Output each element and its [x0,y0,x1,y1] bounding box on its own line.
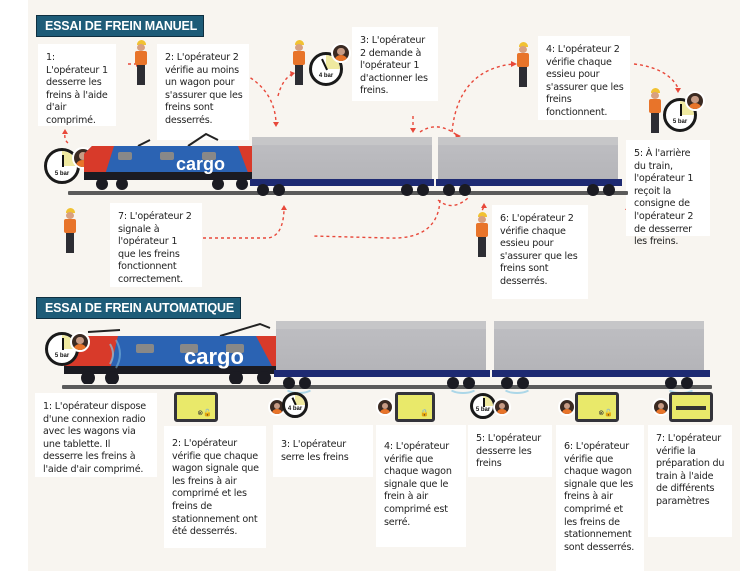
arrow-loco-1 [64,132,69,144]
auto-step-7: 7: L'opérateur vérifie la préparation du… [648,425,732,537]
operator-1-avatar [331,43,351,63]
radio-signal-icon [502,380,532,394]
auto-step-3: 3: L'opérateur serre les freins [273,425,373,477]
manual-step-4: 4: L'opérateur 2 vérifie chaque essieu p… [538,36,630,120]
pressure-gauge-icon: 4 bar [309,52,343,86]
wagon-bogie [398,182,432,196]
manual-step-7: 7: L'opérateur 2 signale à l'opérateur 1… [110,203,202,287]
operator-avatar [652,398,670,416]
freight-wagon [438,137,618,181]
tablet-train-overview-icon [669,392,713,422]
manual-step-2: 2: L'opérateur 2 vérifie au moins un wag… [157,44,249,140]
operator-2-figure [63,208,77,258]
wagon-bogie [584,182,618,196]
wagon-frame [492,370,710,377]
pressure-gauge-icon: 4 bar [282,392,308,418]
freight-wagon [276,321,486,371]
locomotive-brand-label: cargo [176,154,226,174]
locomotive: cargo [78,132,270,190]
operator-avatar [493,398,511,416]
operator-2-figure [134,40,148,86]
wagon-frame [274,370,490,377]
arrow-wagon-4 [419,126,459,137]
operator-2-walking-figure [516,42,530,92]
rail-track [68,191,628,195]
tablet-brakes-released-icon: ⊗🔓 [575,392,619,422]
tablet-brake-applied-icon: 🔒 [395,392,435,422]
radio-signal-icon [448,380,478,394]
manual-section-title: ESSAI DE FREIN MANUEL [36,15,205,37]
auto-step-5: 5: L'opérateur desserre les freins [468,425,552,477]
locomotive-graphic [64,322,294,385]
wagon-frame [250,179,434,186]
operator-2-walking-figure [475,212,489,262]
locomotive: cargo [60,322,296,385]
locomotive-graphic [84,132,266,190]
operator-2-figure [648,88,662,136]
operator-avatar [70,332,90,352]
operator-2-figure [292,40,306,86]
manual-step-1: 1: L'opérateur 1 desserre les freins à l… [38,44,116,126]
wagon-frame [436,179,622,186]
operator-avatar [558,398,576,416]
wagon-bogie [254,182,288,196]
tablet-brakes-released-icon: ⊗🔓 [174,392,218,422]
auto-step-2: 2: L'opérateur vérifie que chaque wagon … [164,426,266,548]
wagon-bogie [440,182,474,196]
locomotive-brand-label: cargo [184,344,244,369]
arrow-4-up [451,63,514,133]
infographic: ESSAI DE FREIN MANUEL [28,0,740,571]
manual-step-6: 6: L'opérateur 2 vérifie chaque essieu p… [492,205,588,299]
auto-step-6: 6: L'opérateur vérifie que chaque wagon … [556,425,644,571]
manual-step-3: 3: L'opérateur 2 demande à l'opérateur 1… [352,27,438,101]
freight-wagon [252,137,432,181]
rail-track [62,385,712,389]
arrow-wagon-3 [277,73,293,97]
arrow-6-loop [312,199,441,239]
operator-1-avatar [685,91,705,111]
operator-avatar [376,398,394,416]
freight-wagon [494,321,704,371]
auto-step-1: 1: L'opérateur dispose d'une connexion r… [35,393,157,477]
manual-step-5: 5: À l'arrière du train, l'opérateur 1 r… [626,140,710,247]
automatic-section-title: ESSAI DE FREIN AUTOMATIQUE [36,297,242,319]
arrow-7-wagon [203,209,285,239]
arrow-wagon-6 [437,197,469,207]
arrow-4-5 [633,63,679,89]
auto-step-4: 4: L'opérateur vérifie que chaque wagon … [376,425,466,547]
